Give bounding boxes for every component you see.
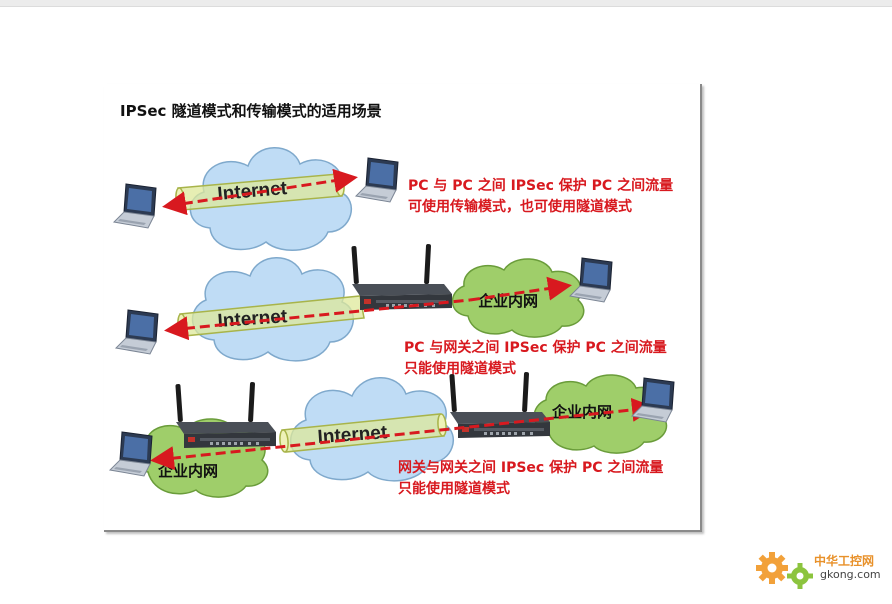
router-icon xyxy=(175,381,276,448)
laptop-icon xyxy=(115,309,159,355)
laptop-icon xyxy=(113,183,157,229)
scenario-2: Internet 企业内网 xyxy=(115,243,613,362)
scenario-2-line-1: PC 与网关之间 IPSec 保护 PC 之间流量 xyxy=(404,340,667,356)
arrow-2-lan xyxy=(469,276,572,302)
scenario-3-line-2: 只能使用隧道模式 xyxy=(398,481,510,497)
scenario-1-line-2: 可使用传输模式，也可使用隧道模式 xyxy=(408,199,632,215)
laptop-icon xyxy=(109,431,153,477)
scenario-2-line-2: 只能使用隧道模式 xyxy=(404,361,516,377)
page-top-rule xyxy=(0,0,892,7)
scenario-3-line-1: 网关与网关之间 IPSec 保护 PC 之间流量 xyxy=(398,460,664,476)
scenario-2-note: PC 与网关之间 IPSec 保护 PC 之间流量 只能使用隧道模式 xyxy=(404,338,667,380)
scenario-1-note: PC 与 PC 之间 IPSec 保护 PC 之间流量 可使用传输模式，也可使用… xyxy=(408,176,673,218)
arrow-3 xyxy=(150,397,656,471)
scenario-3: 企业内网 Internet 企业内网 xyxy=(109,371,675,498)
scenario-1-line-1: PC 与 PC 之间 IPSec 保护 PC 之间流量 xyxy=(408,178,674,194)
scenario-1: Internet xyxy=(113,147,399,252)
diagram-title: IPSec 隧道模式和传输模式的适用场景 xyxy=(120,102,382,120)
scenario-3-note: 网关与网关之间 IPSec 保护 PC 之间流量 只能使用隧道模式 xyxy=(398,458,663,500)
gkong-gear-logo xyxy=(756,552,813,589)
router-icon xyxy=(351,243,452,310)
arrow-1 xyxy=(162,168,358,216)
router-icon xyxy=(449,371,550,438)
watermark-en: gkong.com xyxy=(820,568,881,581)
laptop-icon xyxy=(355,157,399,203)
lan-label-3a: 企业内网 xyxy=(157,462,218,480)
watermark-cn: 中华工控网 xyxy=(814,554,875,568)
arrow-2 xyxy=(164,298,471,341)
